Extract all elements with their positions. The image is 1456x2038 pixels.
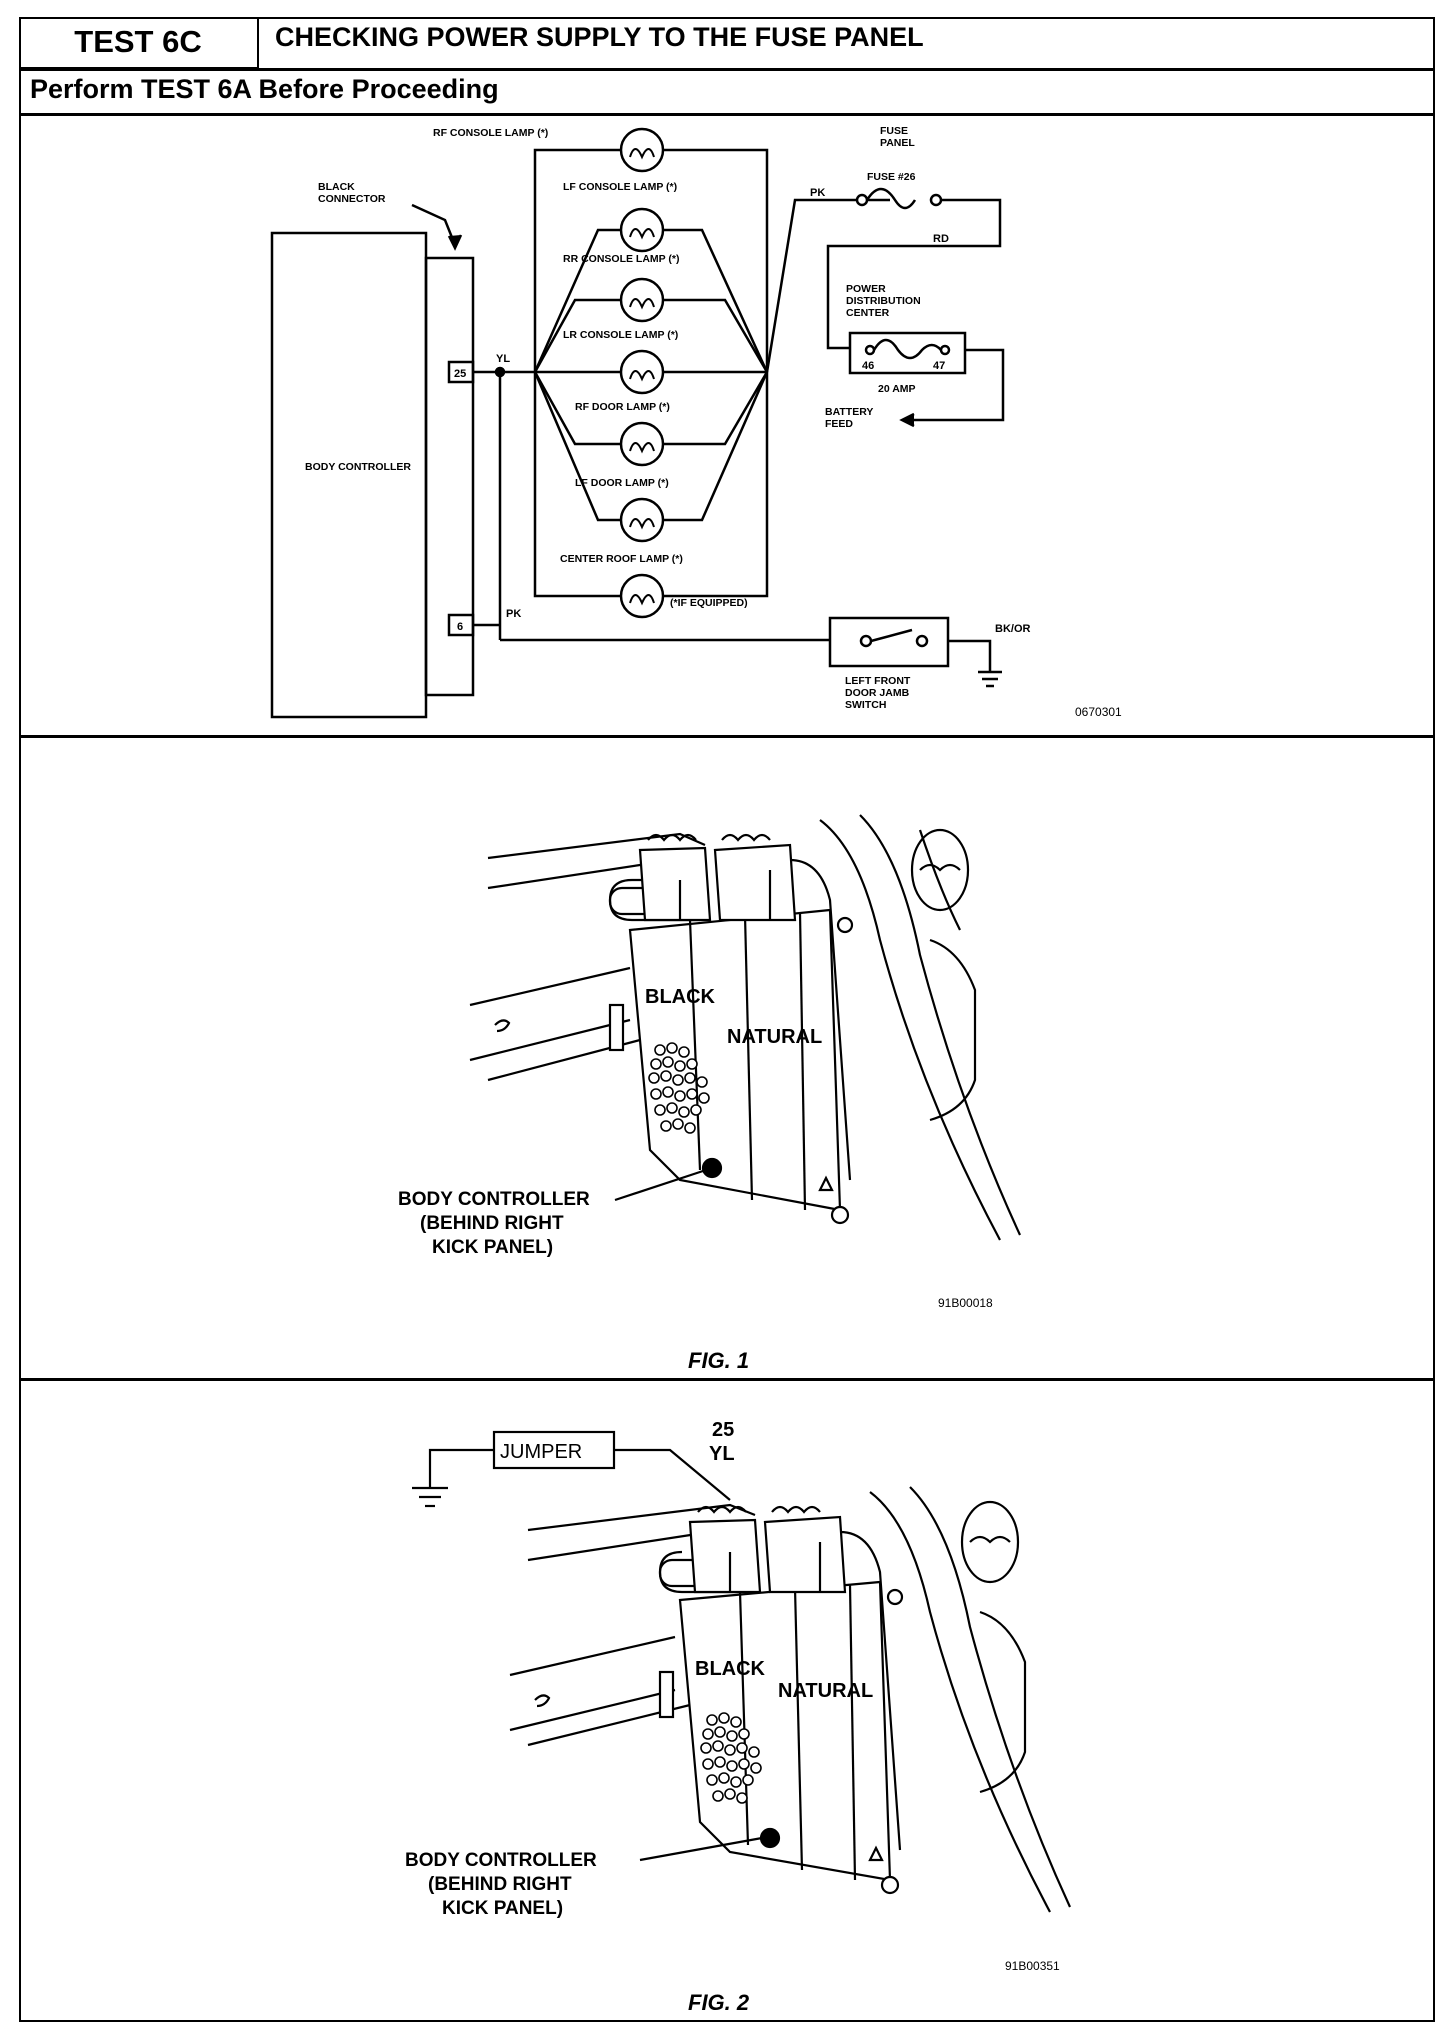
fig1-callout-leader [614,1168,707,1202]
jumper-ground-wire [428,1448,494,1488]
page-frame [19,17,1435,2022]
fig2-callout-leader [639,1836,763,1862]
pdc-pin-47: 47 [933,360,945,372]
wire-bkor-label: BK/OR [995,623,1031,635]
page-title: CHECKING POWER SUPPLY TO THE FUSE PANEL [275,22,924,52]
pdc-terminal-46 [864,344,876,356]
wire-rd-label: RD [933,233,949,245]
switch-contact-left [859,634,873,648]
pin-6-label: 6 [457,621,463,633]
fig1-callout-1: BODY CONTROLLER [398,1189,590,1210]
lamp-label-2: RR CONSOLE LAMP (*) [563,253,679,265]
fig2-callout-3: KICK PANEL) [442,1898,563,1919]
fig1-natural-label: NATURAL [727,1026,822,1048]
fig1-caption: FIG. 1 [688,1348,750,1373]
equipped-note: (*IF EQUIPPED) [670,597,748,609]
fuse-26-label: FUSE #26 [867,171,916,183]
lamp-label-5: LF DOOR LAMP (*) [575,477,669,489]
fuse-terminal-right [929,193,943,207]
lamp-label-0: RF CONSOLE LAMP (*) [433,127,548,139]
lamp-label-1: LF CONSOLE LAMP (*) [563,181,677,193]
section-divider-1 [19,113,1435,116]
lamp-label-6: CENTER ROOF LAMP (*) [560,553,683,565]
lamp-filaments [629,148,655,606]
wire-pk-left-label: PK [506,608,521,620]
prerequisite-note: Perform TEST 6A Before Proceeding [30,74,499,104]
fig1-callout-3: KICK PANEL) [432,1237,553,1258]
body-controller-box [270,231,428,719]
fig2-caption: FIG. 2 [688,1990,750,2015]
connector-arrowhead [447,234,463,251]
wire-yl-label: YL [496,353,510,365]
battery-feed-arrowhead [899,412,915,428]
switch-arm [870,628,913,643]
schematic-code: 0670301 [1075,705,1122,719]
lamp-label-4: RF DOOR LAMP (*) [575,401,670,413]
connector-leader [411,203,457,246]
amp-label: 20 AMP [878,383,916,395]
pdc-terminal-47 [939,344,951,356]
wire-pk-fuse [765,198,858,373]
lamp-symbols [619,127,665,619]
battery-feed-wire [902,348,1005,422]
fig1-black-label: BLACK [645,986,716,1008]
fig1-code: 91B00018 [938,1296,993,1310]
fuse-26-symbol [865,187,917,210]
fuse-terminal-left [855,193,869,207]
fig2-black-label: BLACK [695,1658,766,1680]
fig2-natural-label: NATURAL [778,1680,873,1702]
fig2-callout-1: BODY CONTROLLER [405,1850,597,1871]
fig2-illustration [412,1430,1071,1913]
wire-pk-fuse-label: PK [810,187,825,199]
section-divider-3 [19,1378,1435,1381]
switch-contact-right [915,634,929,648]
fig2-code: 91B00351 [1005,1959,1060,1973]
wiring-schematic [270,127,1005,719]
section-divider-2 [19,735,1435,738]
fig1-callout-2: (BEHIND RIGHT [420,1213,564,1234]
wire-bkor [948,639,992,672]
door-jamb-switch-box [828,616,950,668]
lamp-label-3: LR CONSOLE LAMP (*) [563,329,678,341]
wire-rd [826,198,1002,350]
body-controller-label: BODY CONTROLLER [305,461,411,473]
fig2-callout-2: (BEHIND RIGHT [428,1874,572,1895]
fig2-wire-label: YL [709,1443,735,1465]
fig2-pin-label: 25 [712,1419,734,1441]
jumper-lead [614,1448,731,1501]
header-divider [19,68,1435,71]
pdc-pin-46: 46 [862,360,874,372]
fig1-illustration [469,814,1021,1241]
pdc-fuse-symbol [872,338,942,360]
black-connector-box [424,256,475,697]
splice-node-yl [494,366,506,378]
pdc-box [848,331,967,375]
pin-25-label: 25 [454,368,466,380]
jumper-label: JUMPER [500,1441,582,1463]
